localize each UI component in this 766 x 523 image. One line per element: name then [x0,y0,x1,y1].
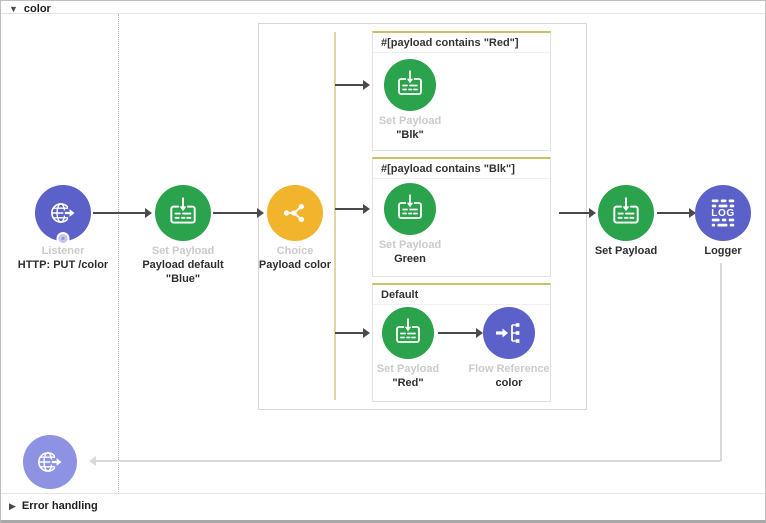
error-handling-header: ▶ Error handling [9,499,98,513]
flow-arrow [213,208,264,218]
branch-arrow [335,328,370,338]
error-connector-vertical [720,263,722,461]
guide-dotted-line [118,14,119,492]
flow-arrow [93,208,152,218]
flow-title: color [23,3,51,15]
footer-separator [1,493,765,494]
expand-triangle-icon[interactable]: ▶ [9,501,16,511]
node-type-label: Listener [41,245,85,257]
node-name-label: HTTP: PUT /color [17,259,109,271]
flow-arrow [438,328,483,338]
node-name-label: Payload default [142,259,224,271]
flow-arrow [657,208,696,218]
node-name-label: "Blk" [396,129,424,141]
node-name-label: "Red" [392,377,424,389]
branch-condition: #[payload contains "Red"] [373,33,550,53]
set-payload-icon [613,197,639,224]
globe-icon [51,203,77,223]
node-type-label: Set Payload [378,115,442,127]
set-payload-icon [398,194,422,219]
choice-node[interactable] [267,185,323,241]
node-name-label: "Blue" [165,273,201,285]
flow-arrow [559,208,596,218]
flow-header: ▼ color [9,2,51,16]
set-payload-node[interactable] [384,183,436,235]
node-name-label: Payload color [258,259,332,271]
flow-reference-node[interactable] [483,307,535,359]
node-type-label: Choice [276,245,314,257]
error-source-node[interactable] [23,435,77,489]
set-payload-icon [170,197,196,224]
set-payload-node[interactable] [384,59,436,111]
flow-reference-icon [496,323,520,343]
node-name-label: Set Payload [594,245,658,257]
error-handling-label: Error handling [21,500,98,512]
branch-arrow [335,204,370,214]
set-payload-node[interactable] [382,307,434,359]
set-payload-icon [396,318,420,343]
logger-icon-text: LOG [711,208,735,219]
branch-condition: Default [373,285,550,305]
node-type-label: Set Payload [151,245,215,257]
set-payload-node[interactable] [598,185,654,241]
logger-node[interactable]: LOG [695,185,751,241]
set-payload-icon [398,70,422,95]
branch-arrow [335,80,370,90]
set-payload-node[interactable] [155,185,211,241]
choice-branch-rail [334,32,336,400]
header-separator [1,13,765,14]
node-name-label: color [495,377,523,389]
node-name-label: Green [394,253,426,265]
node-type-label: Flow Reference [468,363,550,375]
branch-condition: #[payload contains "Blk"] [373,159,550,179]
error-connector-horizontal [89,456,721,466]
globe-icon [38,452,64,472]
http-listener-node[interactable] [35,185,91,245]
listener-config-badge-icon [56,232,70,245]
collapse-triangle-icon[interactable]: ▼ [9,4,18,14]
choice-branch-icon [283,203,305,223]
node-type-label: Set Payload [378,239,442,251]
node-type-label: Set Payload [376,363,440,375]
logger-icon: LOG [711,199,735,227]
node-name-label: Logger [704,245,742,257]
